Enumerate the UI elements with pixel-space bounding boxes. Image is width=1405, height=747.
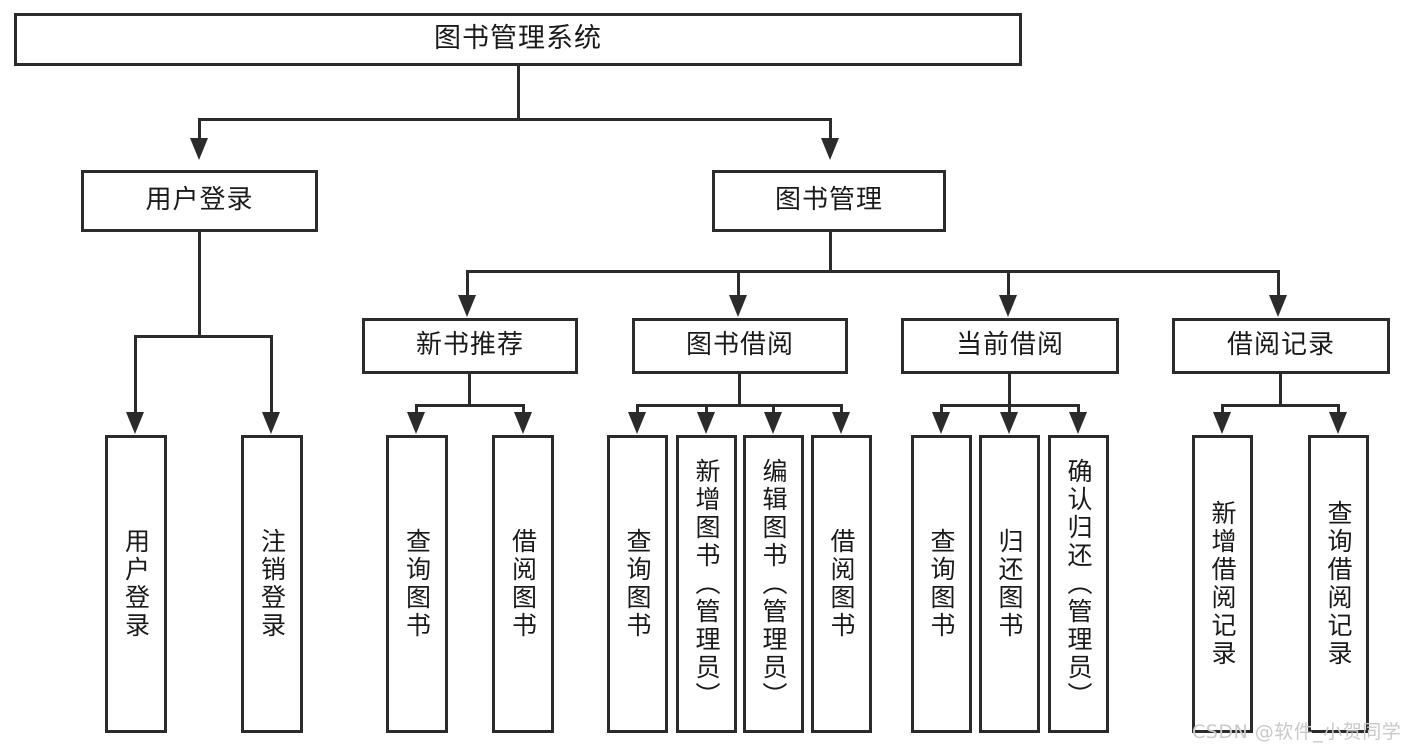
arrowhead-leaf-add-record: [1213, 412, 1231, 434]
node-label: 新书推荐: [415, 330, 524, 361]
node-label: 图书管理系统: [434, 23, 602, 55]
arrowhead-leaf-user-login: [126, 412, 144, 434]
arrowhead-leaf-query-record: [1329, 412, 1347, 434]
node-leaf-borrow-book-1[interactable]: 借阅图书: [492, 435, 554, 733]
node-leaf-query-book-1[interactable]: 查询图书: [386, 435, 448, 733]
node-label: 新增借阅记录: [1208, 500, 1237, 668]
connector-borrow-record-bus: [1221, 404, 1340, 407]
node-leaf-query-record[interactable]: 查询借阅记录: [1308, 435, 1369, 733]
connector-bm-to-book-borrow: [737, 270, 740, 298]
connector-book-borrow-stem: [738, 374, 741, 406]
connector-book-borrow-bus: [636, 404, 843, 407]
connector-new-book-to-leaf-1: [415, 404, 418, 416]
node-label: 图书管理: [774, 185, 883, 216]
node-book-borrow[interactable]: 图书借阅: [632, 318, 848, 374]
connector-cb-to-leaf-2: [1008, 404, 1011, 416]
node-label: 用户登录: [121, 528, 151, 640]
arrowhead-new-book-recommend: [458, 295, 476, 317]
connector-br-to-leaf-1: [1221, 404, 1224, 416]
connector-bb-to-leaf-2: [705, 404, 708, 416]
connector-bm-to-borrow-record: [1277, 270, 1280, 298]
node-leaf-borrow-book-2[interactable]: 借阅图书: [811, 435, 872, 733]
node-label: 归还图书: [995, 528, 1024, 640]
node-label: 借阅图书: [508, 528, 538, 640]
node-label: 新增图书（管理员）: [692, 458, 721, 710]
arrowhead-leaf-borrow-book-2: [832, 412, 850, 434]
arrowhead-leaf-return-book: [1000, 412, 1018, 434]
arrowhead-leaf-borrow-book-1: [514, 412, 532, 434]
arrowhead-borrow-record: [1269, 295, 1287, 317]
arrowhead-current-borrow: [999, 295, 1017, 317]
node-label: 查询图书: [623, 528, 652, 640]
node-label: 查询图书: [402, 528, 432, 640]
connector-cb-to-leaf-3: [1077, 404, 1080, 416]
node-label: 查询图书: [927, 528, 956, 640]
connector-user-login-to-leaf-2: [270, 335, 273, 415]
arrowhead-leaf-add-book: [697, 412, 715, 434]
node-label: 编辑图书（管理员）: [759, 458, 788, 710]
connector-bb-to-leaf-3: [772, 404, 775, 416]
arrowhead-leaf-query-book-3: [932, 412, 950, 434]
connector-new-book-stem: [468, 374, 471, 406]
connector-new-book-to-leaf-2: [522, 404, 525, 416]
node-label: 图书借阅: [685, 330, 794, 361]
connector-borrow-record-stem: [1279, 374, 1282, 406]
arrowhead-leaf-edit-book: [764, 412, 782, 434]
node-root-book-management-system[interactable]: 图书管理系统: [14, 13, 1022, 66]
node-label: 确认归还（管理员）: [1064, 458, 1093, 710]
connector-user-login-bus: [134, 335, 273, 338]
node-leaf-confirm-return[interactable]: 确认归还（管理员）: [1048, 435, 1109, 733]
connector-root-bus: [198, 118, 832, 121]
connector-book-management-stem: [829, 232, 832, 272]
connector-cb-to-leaf-1: [940, 404, 943, 416]
connector-br-to-leaf-2: [1337, 404, 1340, 416]
connector-user-login-stem: [198, 232, 201, 337]
node-borrow-record[interactable]: 借阅记录: [1172, 318, 1390, 374]
connector-root-to-user-login: [198, 118, 201, 140]
arrowhead-leaf-confirm-return: [1069, 412, 1087, 434]
connector-bb-to-leaf-4: [840, 404, 843, 416]
node-leaf-user-login[interactable]: 用户登录: [105, 435, 167, 733]
node-book-management[interactable]: 图书管理: [712, 170, 946, 232]
connector-bm-to-new-book: [466, 270, 469, 298]
arrowhead-user-login: [190, 138, 208, 160]
arrowhead-book-borrow: [729, 295, 747, 317]
node-current-borrow[interactable]: 当前借阅: [901, 318, 1119, 374]
arrowhead-leaf-logout: [262, 412, 280, 434]
node-label: 注销登录: [257, 528, 287, 640]
node-label: 查询借阅记录: [1324, 500, 1353, 668]
node-leaf-query-book-3[interactable]: 查询图书: [911, 435, 972, 733]
arrowhead-book-management: [821, 138, 839, 160]
connector-current-borrow-stem: [1008, 374, 1011, 406]
connector-root-stem: [517, 66, 520, 118]
connector-user-login-to-leaf-1: [134, 335, 137, 415]
node-leaf-add-book[interactable]: 新增图书（管理员）: [676, 435, 737, 733]
node-label: 当前借阅: [955, 330, 1064, 361]
arrowhead-leaf-query-book-2: [628, 412, 646, 434]
node-label: 借阅记录: [1226, 330, 1335, 361]
connector-book-management-bus: [466, 270, 1279, 273]
arrowhead-leaf-query-book-1: [407, 412, 425, 434]
node-leaf-return-book[interactable]: 归还图书: [979, 435, 1040, 733]
node-new-book-recommend[interactable]: 新书推荐: [362, 318, 578, 374]
node-leaf-query-book-2[interactable]: 查询图书: [607, 435, 668, 733]
connector-root-to-book-management: [829, 118, 832, 140]
connector-new-book-bus: [415, 404, 525, 407]
node-leaf-add-record[interactable]: 新增借阅记录: [1192, 435, 1253, 733]
node-leaf-edit-book[interactable]: 编辑图书（管理员）: [743, 435, 804, 733]
node-label: 用户登录: [145, 185, 254, 216]
connector-bm-to-current-borrow: [1007, 270, 1010, 298]
connector-bb-to-leaf-1: [636, 404, 639, 416]
csdn-watermark: CSDN @软件_小贺同学: [1192, 721, 1402, 743]
node-leaf-logout[interactable]: 注销登录: [241, 435, 303, 733]
node-user-login[interactable]: 用户登录: [81, 170, 318, 232]
node-label: 借阅图书: [827, 528, 856, 640]
